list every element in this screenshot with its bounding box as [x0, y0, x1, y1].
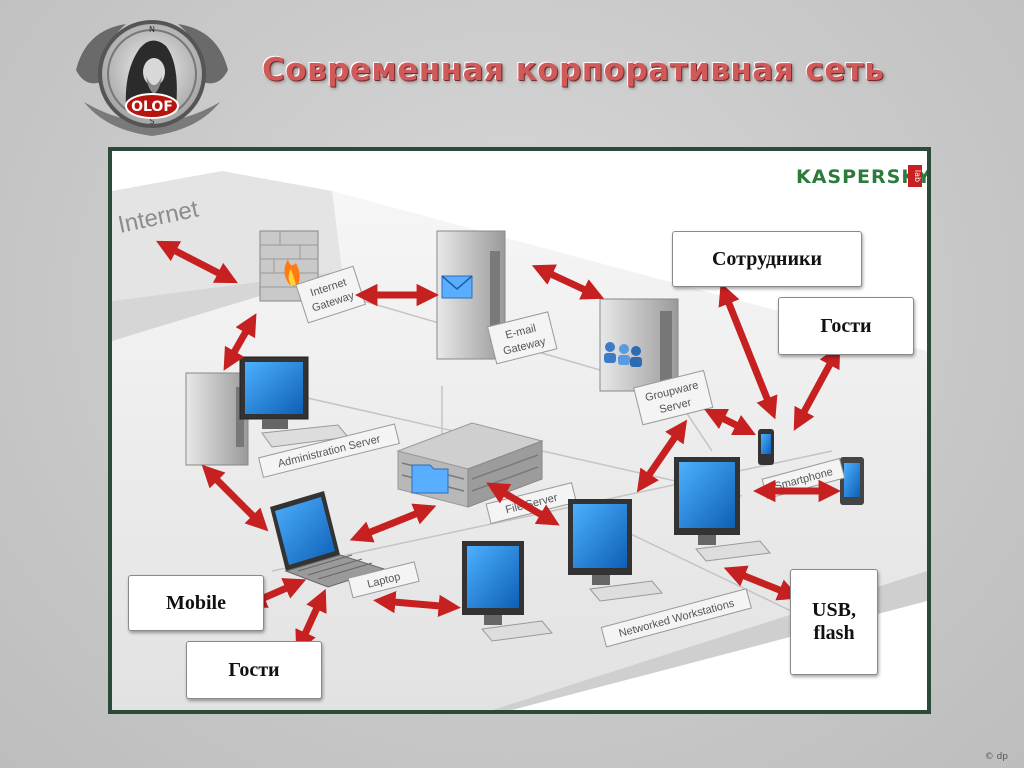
network-diagram: Internet Internet Gateway [108, 147, 931, 714]
callout-guests-bottom: Гости [186, 641, 322, 699]
arrow-firewall-admin [223, 313, 257, 371]
administration-server-icon [185, 356, 349, 466]
callout-employees: Сотрудники [672, 231, 862, 287]
groupware-server-icon [599, 298, 679, 392]
arrow-groupware-workstations [636, 419, 688, 493]
laptop-label: Laptop [347, 561, 420, 599]
logo-compass-n: N [149, 25, 155, 34]
arrow-fileserver-workstation [486, 482, 560, 526]
arrow-groupware-smartphone [703, 408, 757, 436]
arrow-employees-smartphone [718, 282, 778, 420]
diagram-canvas: Internet Internet Gateway [112, 165, 927, 710]
arrow-laptop-workstation [373, 590, 461, 618]
callout-mobile: Mobile [128, 575, 264, 631]
arrows [156, 240, 841, 654]
workstation-1-icon [462, 541, 553, 642]
callout-usb-line1: USB, [812, 599, 856, 621]
kaspersky-logo: KASPERSKY lab [796, 165, 927, 188]
logo-ornament-right [178, 24, 228, 84]
slide-title: Современная корпоративная сеть [262, 52, 885, 88]
logo-text: OLOF [131, 99, 173, 115]
users-icon [604, 342, 642, 367]
arrow-internet-firewall [156, 240, 238, 284]
logo-ornament-left [76, 24, 126, 84]
callout-guests-top: Гости [778, 297, 914, 355]
arrow-email-groupware [531, 264, 605, 300]
brand-name: KASPERSKY [796, 166, 927, 188]
workstation-2-icon [568, 499, 663, 602]
olof-logo: N S OLOF [76, 20, 228, 136]
envelope-icon [441, 275, 473, 299]
laptop-icon [270, 491, 386, 588]
brand-suffix: lab [913, 170, 922, 182]
internet-gateway-label: Internet Gateway [295, 265, 367, 324]
folder-icon [411, 464, 449, 494]
copyright-text: © dp [984, 752, 1008, 762]
arrow-admin-laptop [201, 464, 269, 532]
arrow-guests-laptop [295, 588, 327, 654]
arrow-laptop-fileserver [349, 503, 437, 543]
groupware-server-label: Groupware Server [633, 369, 714, 426]
callout-usb-line2: flash [813, 622, 855, 644]
logo-compass-s: S [149, 117, 154, 126]
arrow-guests-smartphone [793, 345, 841, 431]
email-gateway-label: E-mail Gateway [486, 311, 558, 365]
arrow-workstations-usb [723, 565, 801, 601]
firewall-icon [259, 230, 319, 302]
tablet-phone-icon [840, 457, 864, 505]
smartphone-icon [758, 429, 774, 465]
callout-usb-flash: USB, flash [790, 569, 878, 675]
